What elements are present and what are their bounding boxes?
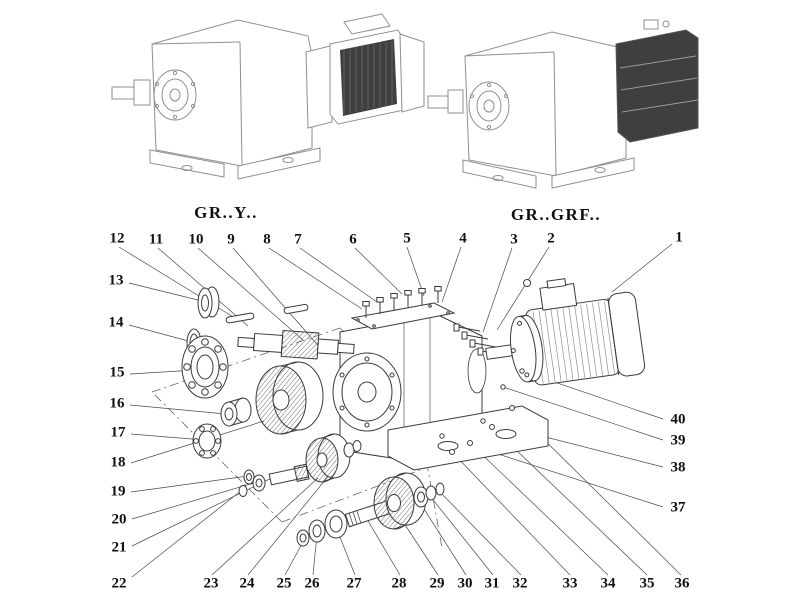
part-number-10: 10	[188, 231, 204, 248]
assembled-view-gr-y-drawing	[111, 13, 425, 180]
part-number-29: 29	[429, 575, 445, 592]
part-number-2: 2	[547, 230, 555, 247]
part-number-21: 21	[111, 539, 127, 556]
part-number-16: 16	[109, 395, 125, 412]
part-number-3: 3	[510, 231, 518, 248]
part-number-8: 8	[263, 231, 271, 248]
part-number-7: 7	[294, 231, 302, 248]
part-number-31: 31	[484, 575, 500, 592]
part-number-22: 22	[111, 575, 127, 592]
part-number-35: 35	[639, 575, 655, 592]
part-number-24: 24	[239, 575, 255, 592]
part-number-32: 32	[512, 575, 528, 592]
spacer-sleeve-drawing	[220, 397, 252, 427]
part-number-28: 28	[391, 575, 407, 592]
part-number-30: 30	[457, 575, 473, 592]
part-number-17: 17	[110, 424, 126, 441]
part-number-39: 39	[670, 432, 686, 449]
part-number-1: 1	[675, 229, 683, 246]
part-number-36: 36	[674, 575, 690, 592]
large-bearing-drawing	[181, 335, 229, 399]
part-number-23: 23	[203, 575, 219, 592]
intermediate-parts-drawing	[238, 463, 310, 497]
part-number-40: 40	[670, 411, 686, 428]
part-number-25: 25	[276, 575, 292, 592]
part-number-33: 33	[562, 575, 578, 592]
part-number-37: 37	[670, 499, 686, 516]
part-number-11: 11	[148, 231, 164, 248]
part-number-5: 5	[403, 230, 411, 247]
shaft-keys-drawing	[225, 303, 309, 324]
first-stage-gear-drawing	[255, 361, 324, 435]
motor-drawing	[485, 278, 646, 386]
variant-label-gr-grf: GR..GRF..	[510, 205, 602, 224]
part-number-12: 12	[109, 230, 125, 247]
bearing-cover-drawing	[197, 286, 220, 319]
variant-label-gr-y: GR..Y..	[194, 203, 258, 222]
part-number-15: 15	[109, 364, 125, 381]
fastener-points-drawing	[439, 368, 525, 455]
assembled-view-gr-grf-drawing	[427, 19, 699, 189]
housing-cover-bolts-drawing	[362, 286, 442, 318]
part-number-26: 26	[304, 575, 320, 592]
part-number-34: 34	[600, 575, 616, 592]
second-stage-gear-drawing	[305, 433, 362, 483]
part-number-9: 9	[227, 231, 235, 248]
part-number-20: 20	[111, 511, 127, 528]
part-number-13: 13	[108, 272, 124, 289]
input-shaft-drawing	[237, 329, 355, 360]
part-number-38: 38	[670, 459, 686, 476]
part-number-18: 18	[110, 454, 126, 471]
output-shaft-assembly-drawing	[296, 472, 445, 547]
part-number-14: 14	[108, 314, 124, 331]
gear-housing-drawing	[332, 302, 549, 471]
part-number-6: 6	[349, 231, 357, 248]
small-bearing-drawing	[192, 423, 222, 459]
part-number-19: 19	[110, 483, 126, 500]
part-number-27: 27	[346, 575, 362, 592]
motor-bolts-drawing	[453, 323, 505, 356]
part-number-4: 4	[459, 230, 467, 247]
